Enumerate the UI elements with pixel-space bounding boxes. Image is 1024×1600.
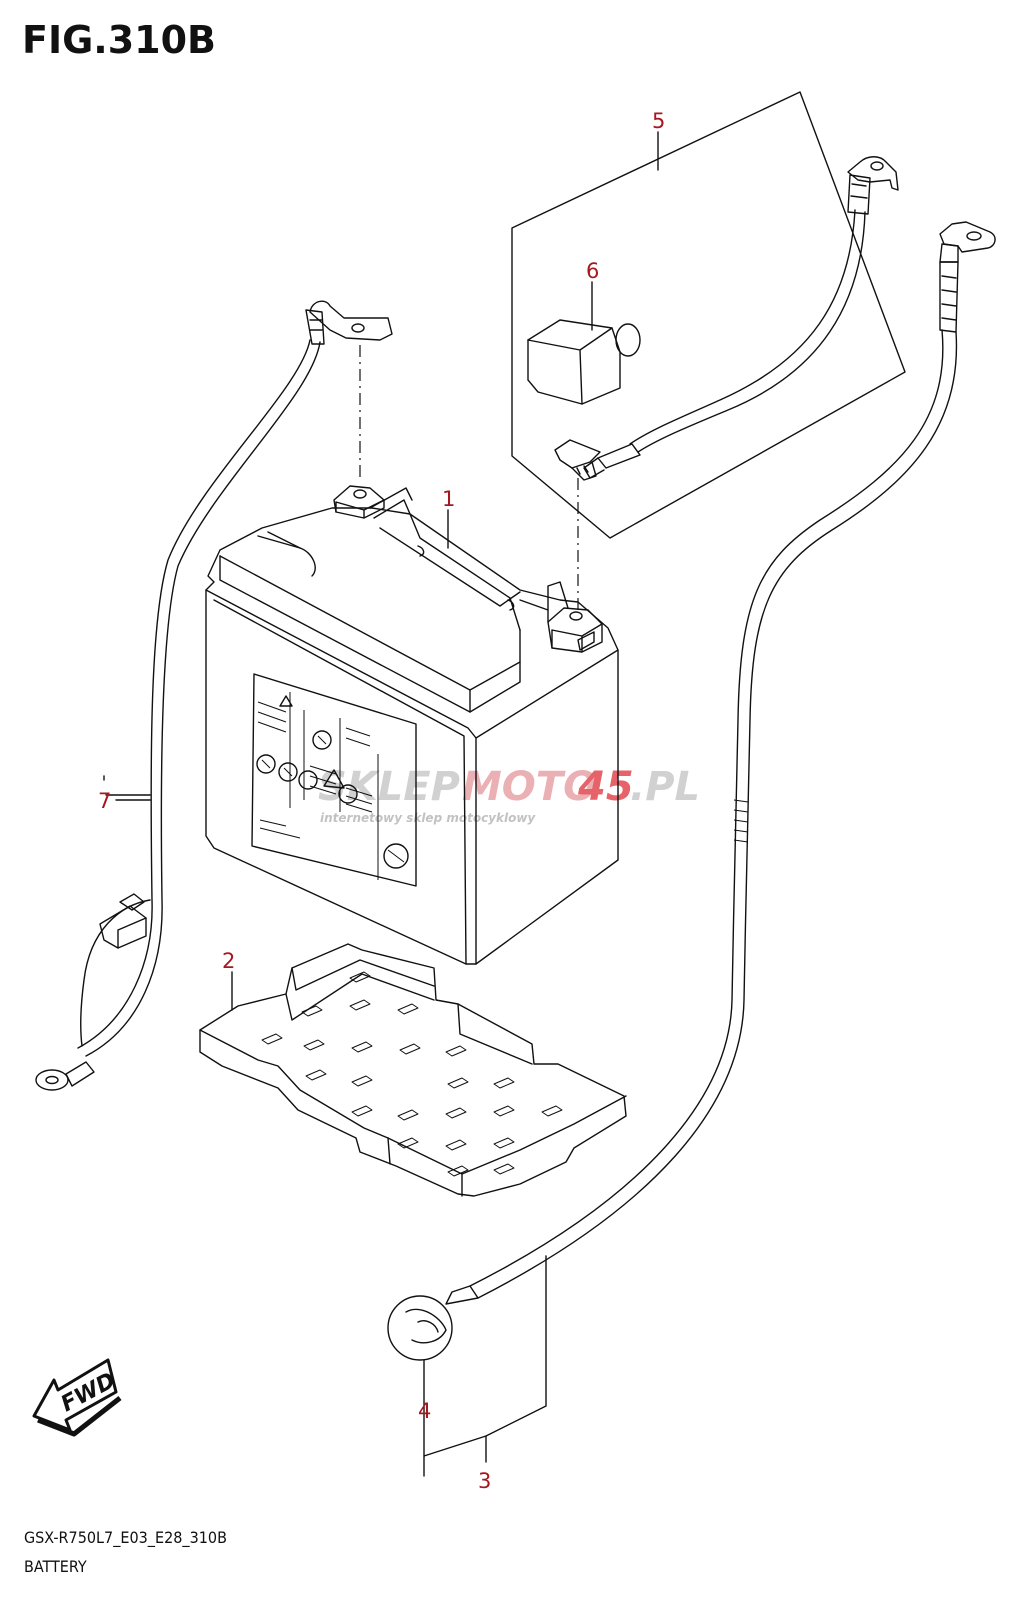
watermark-text-b: MOTO [462, 764, 597, 810]
callout-4: 4 [418, 1399, 431, 1423]
watermark-text-c: 45 [577, 764, 634, 810]
callout-2: 2 [222, 949, 235, 973]
callout-5: 5 [652, 109, 665, 133]
section-name: BATTERY [24, 1557, 87, 1576]
watermark-text-d: .PL [630, 764, 700, 810]
model-code: GSX-R750L7_E03_E28_310B [24, 1528, 227, 1547]
ground-lead [35, 300, 393, 1091]
battery-tray [199, 943, 627, 1197]
callout-3: 3 [478, 1469, 491, 1493]
watermark-subtext: internetowy sklep motocyklowy [320, 811, 536, 825]
watermark: SKLEP MOTO 45 .PL internetowy sklep moto… [318, 764, 700, 825]
negative-cable [387, 221, 996, 1361]
callout-1: 1 [442, 487, 455, 511]
leader-lines [115, 131, 659, 1477]
tray-slots [261, 971, 563, 1177]
callout-7: 7 [98, 789, 111, 813]
positive-cable [554, 156, 899, 481]
kit-box-outline [511, 91, 906, 539]
fwd-arrow: FWD [32, 1358, 122, 1437]
battery [205, 485, 619, 965]
callout-6: 6 [586, 259, 599, 283]
terminal-cover [527, 319, 641, 405]
figure-title: FIG.310B [22, 18, 217, 62]
